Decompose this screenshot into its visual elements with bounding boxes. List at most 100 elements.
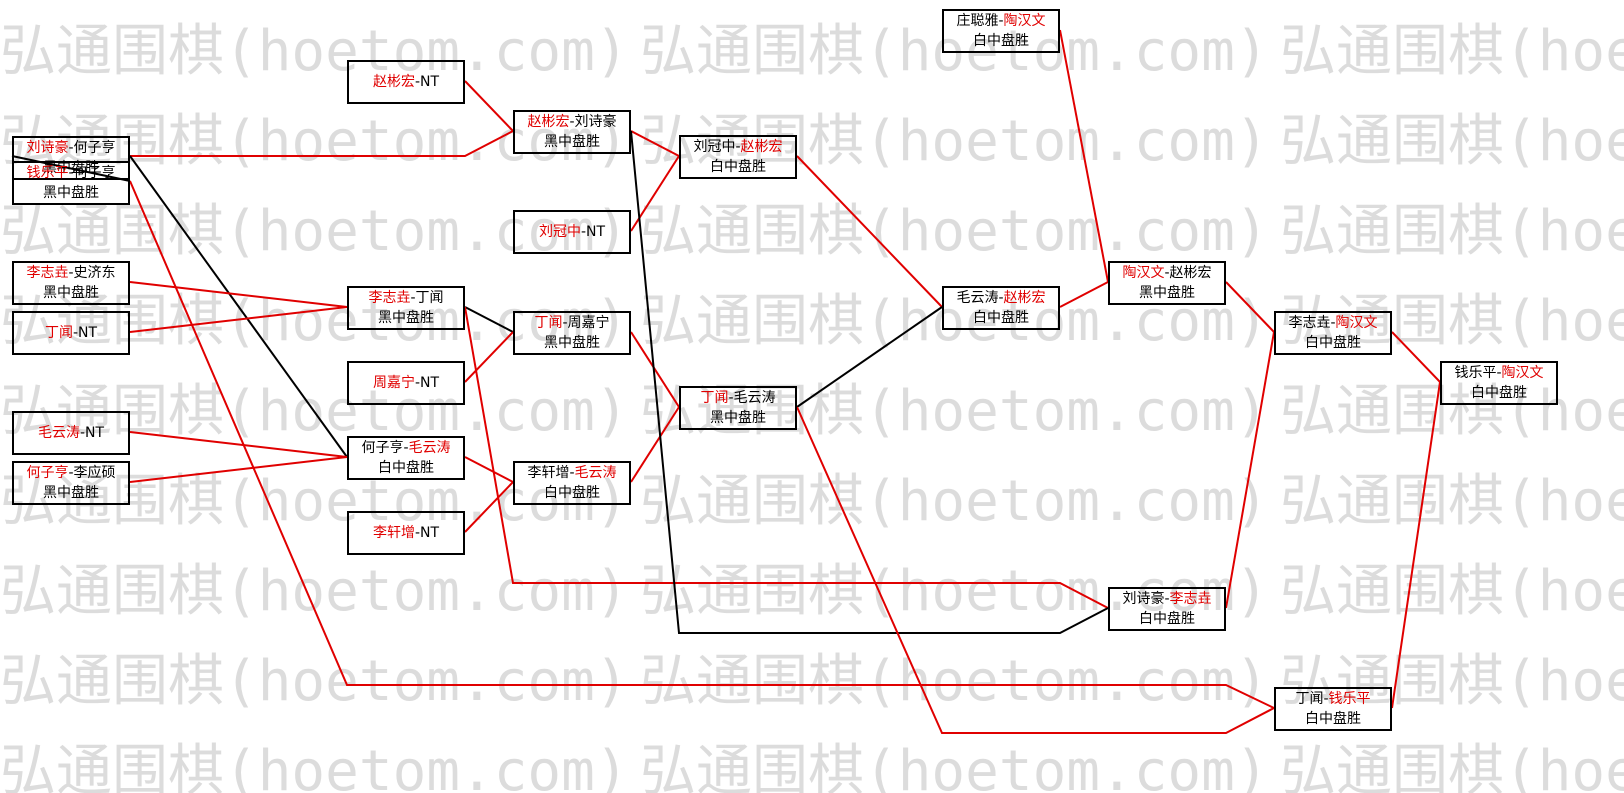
player-a: 周嘉宁 [372,375,415,391]
match-box-r1-5: 毛云涛-NT [12,411,130,455]
connector-line [796,406,1275,734]
player-a: 李志垚 [1288,315,1331,331]
match-box-r2-1: 赵彬宏-NT [347,60,465,104]
match-result: 黑中盘胜 [544,335,600,351]
connector-line [464,331,514,383]
player-a: 刘诗豪 [1122,591,1165,607]
connector-line [129,456,348,483]
match-box-r2-2: 李志垚-丁闻 黑中盘胜 [347,286,465,330]
match-box-r6-2: 刘诗豪-李志垚 白中盘胜 [1108,587,1226,631]
player-a: 丁闻 [534,315,563,331]
match-result: 黑中盘胜 [378,310,434,326]
connector-line [129,180,1275,709]
match-result: 白中盘胜 [1305,335,1361,351]
player-a: 钱乐平 [26,165,69,181]
player-b: 何子亨 [73,165,116,181]
player-b: 李应硕 [73,465,116,481]
match-box-r1-6: 何子亨-李应硕 黑中盘胜 [12,461,130,505]
match-box-r3-1: 赵彬宏-刘诗豪 黑中盘胜 [513,110,631,154]
connector-line [464,456,514,483]
connector-line [129,281,348,308]
player-b: 毛云涛 [574,465,617,481]
connector-line [630,155,680,232]
match-box-r5-2: 毛云涛-赵彬宏 白中盘胜 [942,286,1060,330]
connector-line [464,306,1109,609]
match-result: 白中盘胜 [1471,385,1527,401]
connector-line [129,431,348,458]
player-b: 赵彬宏 [1169,265,1212,281]
match-result: 黑中盘胜 [43,285,99,301]
connector-line [630,406,680,483]
player-b: 周嘉宁 [567,315,610,331]
connector-line [11,155,131,182]
match-box-r5-1: 庄聪雅-陶汉文 白中盘胜 [942,9,1060,53]
player-a: 李轩增 [527,465,570,481]
player-a: 赵彬宏 [527,114,570,130]
match-result: 黑中盘胜 [544,134,600,150]
connector-line [129,155,348,458]
player-a: 李志垚 [26,265,69,281]
match-result: 白中盘胜 [544,485,600,501]
connector-line [630,130,1109,634]
match-box-r3-4: 李轩增-毛云涛 白中盘胜 [513,461,631,505]
player-b: 陶汉文 [1003,13,1046,29]
match-result: 黑中盘胜 [43,485,99,501]
player-b: NT [420,74,440,90]
match-result: 黑中盘胜 [1139,285,1195,301]
match-result: 白中盘胜 [973,33,1029,49]
player-b: NT [78,325,98,341]
player-a: 毛云涛 [956,290,999,306]
player-a: 丁闻 [1295,691,1324,707]
player-a: 丁闻 [700,390,729,406]
connector-line [1225,331,1275,609]
player-a: 李轩增 [372,525,415,541]
player-a: 李志垚 [368,290,411,306]
player-a: 刘冠中 [538,224,581,240]
player-b: 李志垚 [1169,591,1212,607]
connector-line [1391,331,1441,383]
connector-line [129,306,348,333]
player-b: 刘诗豪 [574,114,617,130]
match-result: 黑中盘胜 [43,160,99,176]
match-box-r2-4: 何子亨-毛云涛 白中盘胜 [347,436,465,480]
player-a: 钱乐平 [1454,365,1497,381]
match-box-r2-5: 李轩增-NT [347,511,465,555]
match-box-final: 钱乐平-陶汉文 白中盘胜 [1440,361,1558,405]
connector-line [796,155,943,308]
player-b: 陶汉文 [1335,315,1378,331]
match-result: 白中盘胜 [1139,611,1195,627]
connector-line [796,306,943,408]
player-b: 赵彬宏 [1003,290,1046,306]
match-box-r2-3: 周嘉宁-NT [347,361,465,405]
connector-line [464,306,514,333]
connector-line [1391,381,1441,709]
player-b: NT [586,224,606,240]
match-result: 黑中盘胜 [710,410,766,426]
player-a: 何子亨 [361,440,404,456]
player-a: 何子亨 [26,465,69,481]
connector-line [1059,281,1109,308]
connector-line [464,80,514,132]
player-b: 何子亨 [73,140,116,156]
connector-line [464,481,514,533]
connector-line [630,130,680,157]
player-a: 庄聪雅 [956,13,999,29]
player-b: 丁闻 [415,290,444,306]
match-result: 白中盘胜 [1305,711,1361,727]
player-b: 赵彬宏 [740,139,783,155]
match-result: 白中盘胜 [710,159,766,175]
match-result: 白中盘胜 [378,460,434,476]
connector-line [630,331,680,408]
connector-line [1225,281,1275,333]
player-b: 陶汉文 [1501,365,1544,381]
player-b: NT [85,425,105,441]
match-result: 黑中盘胜 [43,185,99,201]
match-result: 白中盘胜 [973,310,1029,326]
player-a: 刘诗豪 [26,140,69,156]
player-b: NT [420,375,440,391]
match-box-r1-2: 钱乐平-何子亨 黑中盘胜 [12,161,130,205]
match-box-r6-1: 陶汉文-赵彬宏 黑中盘胜 [1108,261,1226,305]
match-box-r3-3: 丁闻-周嘉宁 黑中盘胜 [513,311,631,355]
match-box-r1-4: 丁闻-NT [12,311,130,355]
